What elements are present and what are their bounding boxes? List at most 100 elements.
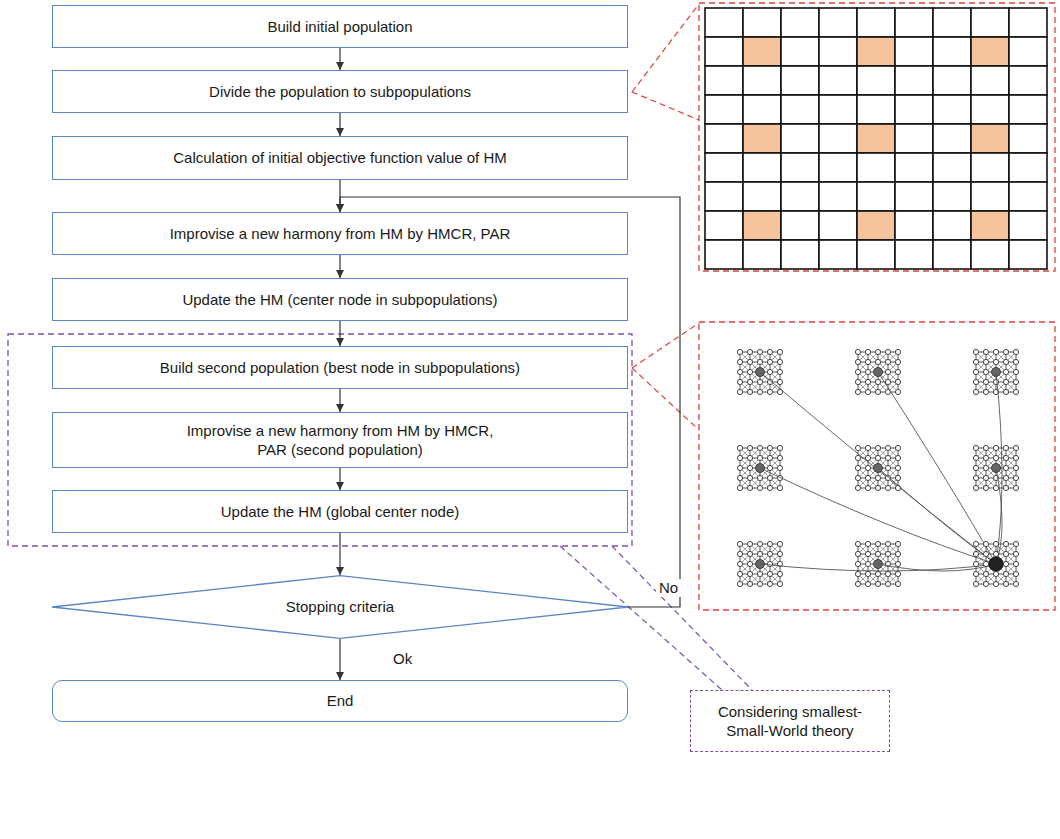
- grid-cell: [743, 153, 781, 182]
- lattice-node: [757, 485, 762, 490]
- lattice-node: [973, 379, 978, 384]
- grid-cell: [1009, 182, 1047, 211]
- grid-cell: [781, 66, 819, 95]
- lattice-node: [855, 349, 860, 354]
- lattice-node: [983, 581, 988, 586]
- lattice-node: [777, 379, 782, 384]
- long-range-link: [760, 372, 996, 564]
- lattice-node: [777, 541, 782, 546]
- lattice-node: [885, 465, 890, 470]
- lattice-node: [747, 581, 752, 586]
- grid-cell: [781, 8, 819, 37]
- node-text: Stopping criteria: [286, 597, 394, 617]
- grid-cell: [857, 8, 895, 37]
- lattice-node: [855, 541, 860, 546]
- grid-cell: [895, 153, 933, 182]
- lattice-node: [1013, 359, 1018, 364]
- lattice-node: [777, 349, 782, 354]
- lattice-node: [993, 541, 998, 546]
- node-text: Calculation of initial objective functio…: [173, 148, 507, 168]
- lattice-node: [875, 389, 880, 394]
- flow-arrow: [339, 639, 340, 680]
- grid-cell: [781, 95, 819, 124]
- lattice-node: [1003, 541, 1008, 546]
- grid-cell: [971, 95, 1009, 124]
- lattice-node: [777, 455, 782, 460]
- lattice-node: [737, 475, 742, 480]
- long-range-link: [878, 468, 996, 564]
- lattice-node: [875, 475, 880, 480]
- lattice-node: [973, 561, 978, 566]
- node-text: Build second population (best node in su…: [160, 358, 520, 378]
- lattice-node: [973, 485, 978, 490]
- lattice-node: [747, 571, 752, 576]
- lattice-node: [895, 551, 900, 556]
- lattice-node: [757, 551, 762, 556]
- lattice-node: [737, 455, 742, 460]
- grid-cell: [781, 240, 819, 269]
- lattice-node: [777, 369, 782, 374]
- lattice-node: [855, 389, 860, 394]
- lattice-node: [747, 349, 752, 354]
- grid-cell: [895, 240, 933, 269]
- smallworld-frame: [699, 322, 1055, 610]
- lattice-node: [757, 349, 762, 354]
- node-text: Considering smallest-Small-World theory: [705, 702, 875, 741]
- global-center-node: [989, 557, 1003, 571]
- lattice-node: [983, 389, 988, 394]
- lattice-node: [737, 349, 742, 354]
- center-cell: [971, 37, 1009, 66]
- lattice-node: [777, 581, 782, 586]
- process-box: Calculation of initial objective functio…: [52, 136, 628, 180]
- lattice-node: [895, 465, 900, 470]
- lattice-node: [777, 465, 782, 470]
- grid-cell: [819, 124, 857, 153]
- lattice-node: [757, 475, 762, 480]
- lattice-node: [747, 445, 752, 450]
- lattice-node: [983, 485, 988, 490]
- grid-cell: [857, 240, 895, 269]
- node-text: Divide the population to subpopulations: [209, 82, 471, 102]
- lattice-node: [973, 445, 978, 450]
- lattice-node: [865, 359, 870, 364]
- grid-cell: [933, 95, 971, 124]
- lattice-node: [747, 369, 752, 374]
- grid-cell: [933, 211, 971, 240]
- lattice-node: [1013, 581, 1018, 586]
- lattice-node: [895, 455, 900, 460]
- leader-line: [632, 92, 699, 120]
- lattice-node: [983, 359, 988, 364]
- smallworld-region: [8, 334, 632, 546]
- grid-cell: [819, 66, 857, 95]
- node-text: Improvise a new harmony from HM by HMCR,…: [170, 224, 511, 244]
- lattice-node: [895, 349, 900, 354]
- lattice-node: [767, 369, 772, 374]
- grid-cell: [1009, 124, 1047, 153]
- node-text: Update the HM (global center node): [221, 502, 459, 522]
- lattice-node: [875, 485, 880, 490]
- lattice-node: [767, 455, 772, 460]
- process-box: Improvise a new harmony from HM by HMCR,…: [52, 212, 628, 255]
- lattice-node: [865, 561, 870, 566]
- lattice-node: [1013, 445, 1018, 450]
- lattice-node: [973, 551, 978, 556]
- lattice-node: [993, 485, 998, 490]
- lattice-node: [885, 551, 890, 556]
- lattice-node: [1003, 445, 1008, 450]
- leader-line: [632, 368, 699, 430]
- lattice-node: [885, 359, 890, 364]
- lattice-node: [777, 571, 782, 576]
- lattice-node: [895, 445, 900, 450]
- edge-label: Ok: [390, 650, 415, 668]
- grid-cell: [781, 211, 819, 240]
- grid-cell: [705, 211, 743, 240]
- lattice-node: [737, 551, 742, 556]
- grid-cell: [705, 37, 743, 66]
- lattice-node: [885, 455, 890, 460]
- grid-cell: [1009, 66, 1047, 95]
- process-box: Update the HM (global center node): [52, 490, 628, 533]
- flow-arrow: [339, 48, 340, 70]
- long-range-link: [996, 468, 1002, 564]
- lattice-node: [855, 475, 860, 480]
- center-cell: [857, 211, 895, 240]
